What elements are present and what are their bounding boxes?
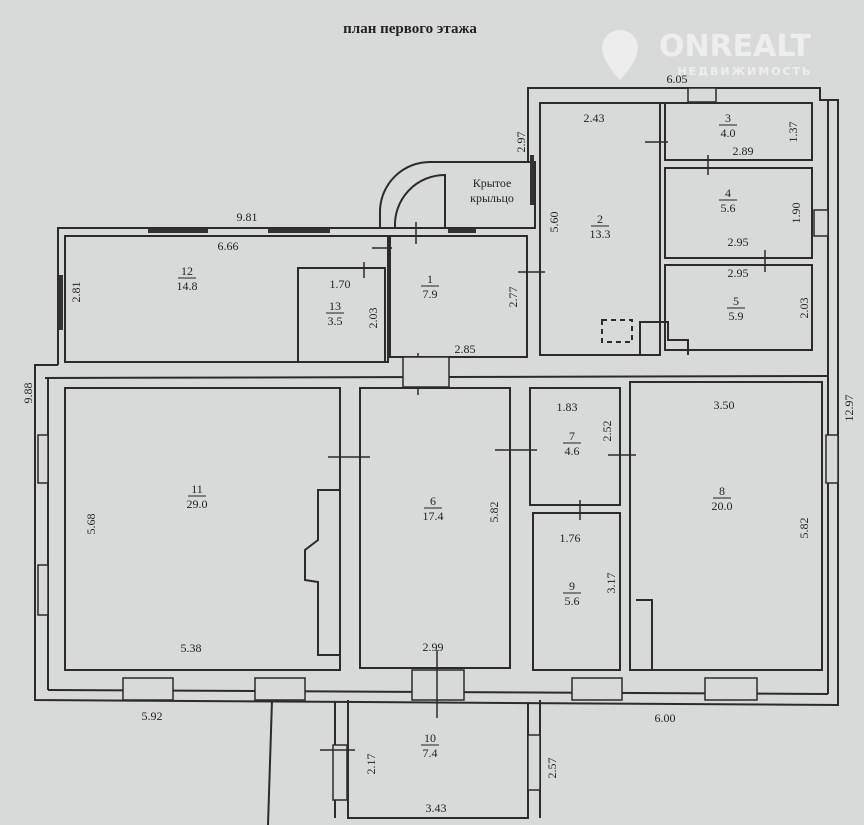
dim-label: 2.03 (366, 308, 380, 329)
dim-label: 5.82 (797, 518, 811, 539)
dim-label: 12.97 (842, 395, 856, 422)
dim-label: 5.68 (84, 514, 98, 535)
dim-label: 1.83 (557, 400, 578, 414)
dim-label: 9.88 (21, 383, 35, 404)
room-number: 11 (191, 482, 203, 496)
dim-label: 5.60 (547, 212, 561, 233)
room-number: 9 (569, 579, 575, 593)
room-area: 5.6 (565, 594, 580, 608)
room-number: 8 (719, 484, 725, 498)
room-label-1: 17.9 (421, 272, 439, 301)
dim-label: 2.52 (600, 421, 614, 442)
room-label-10: 107.4 (421, 731, 439, 760)
dim-label: 1.70 (330, 277, 351, 291)
porch-label-line1: Крытое (473, 176, 512, 190)
dim-label: 1.76 (560, 531, 581, 545)
dim-label: 6.66 (218, 239, 239, 253)
room-label-8: 820.0 (712, 484, 733, 513)
dim-label: 1.37 (786, 122, 800, 143)
room-walls (64, 102, 823, 825)
dim-label: 2.95 (728, 266, 749, 280)
room-area: 14.8 (177, 279, 198, 293)
dim-label: 1.90 (789, 203, 803, 224)
room-label-13: 133.5 (326, 299, 344, 328)
room-label-7: 74.6 (563, 429, 581, 458)
room-label-2: 213.3 (590, 212, 611, 241)
room-number: 5 (733, 294, 739, 308)
room-number: 1 (427, 272, 433, 286)
plan-title: план первого этажа (343, 21, 477, 37)
dim-label: 2.43 (584, 111, 605, 125)
dim-label: 2.77 (506, 287, 520, 308)
dim-label: 2.99 (423, 640, 444, 654)
room-number: 4 (725, 186, 731, 200)
dimension-labels: 6.05 2.97 9.81 6.66 2.81 1.70 2.03 2.77 … (21, 72, 856, 815)
outer-walls (34, 87, 839, 707)
dim-label: 6.00 (655, 711, 676, 725)
room-number: 10 (424, 731, 436, 745)
covered-porch (379, 160, 528, 229)
dim-label: 2.81 (69, 282, 83, 303)
porch-label-line2: крыльцо (470, 191, 514, 205)
watermark-subtitle: НЕДВИЖИМОСТЬ (677, 65, 812, 78)
doors (320, 141, 766, 751)
dim-label: 2.95 (728, 235, 749, 249)
dim-label: 6.05 (667, 72, 688, 86)
room-area: 5.6 (721, 201, 736, 215)
room-area: 7.9 (423, 287, 438, 301)
room-area: 4.6 (565, 444, 580, 458)
dim-label: 3.43 (426, 801, 447, 815)
room-label-3: 34.0 (719, 111, 737, 140)
dim-label: 5.38 (181, 641, 202, 655)
room-number: 2 (597, 212, 603, 226)
dim-label: 5.92 (142, 709, 163, 723)
dim-label: 2.97 (514, 132, 528, 153)
room-label-4: 45.6 (719, 186, 737, 215)
dim-label: 9.81 (237, 210, 258, 224)
room-area: 13.3 (590, 227, 611, 241)
dim-label: 2.57 (545, 758, 559, 779)
watermark-logo: ONREALT НЕДВИЖИМОСТЬ (602, 29, 812, 80)
room-labels: 17.9213.334.045.655.9617.474.6820.095.61… (177, 111, 745, 760)
dim-label: 2.85 (455, 342, 476, 356)
room-area: 3.5 (328, 314, 343, 328)
room-number: 7 (569, 429, 575, 443)
dim-label: 5.82 (487, 502, 501, 523)
room-area: 4.0 (721, 126, 736, 140)
room-number: 12 (181, 264, 193, 278)
dim-label: 2.17 (364, 754, 378, 775)
dim-label: 3.17 (604, 573, 618, 594)
room-number: 13 (329, 299, 341, 313)
room-label-9: 95.6 (563, 579, 581, 608)
room-number: 3 (725, 111, 731, 125)
room-label-5: 55.9 (727, 294, 745, 323)
room-label-6: 617.4 (423, 494, 444, 523)
room-area: 20.0 (712, 499, 733, 513)
windows (37, 87, 839, 801)
room-number: 6 (430, 494, 436, 508)
room-area: 29.0 (187, 497, 208, 511)
dim-label: 2.03 (797, 298, 811, 319)
room-area: 17.4 (423, 509, 444, 523)
dim-label: 2.89 (733, 144, 754, 158)
watermark-brand: ONREALT (659, 29, 812, 64)
room-area: 7.4 (423, 746, 438, 760)
dim-label: 3.50 (714, 398, 735, 412)
room-area: 5.9 (729, 309, 744, 323)
